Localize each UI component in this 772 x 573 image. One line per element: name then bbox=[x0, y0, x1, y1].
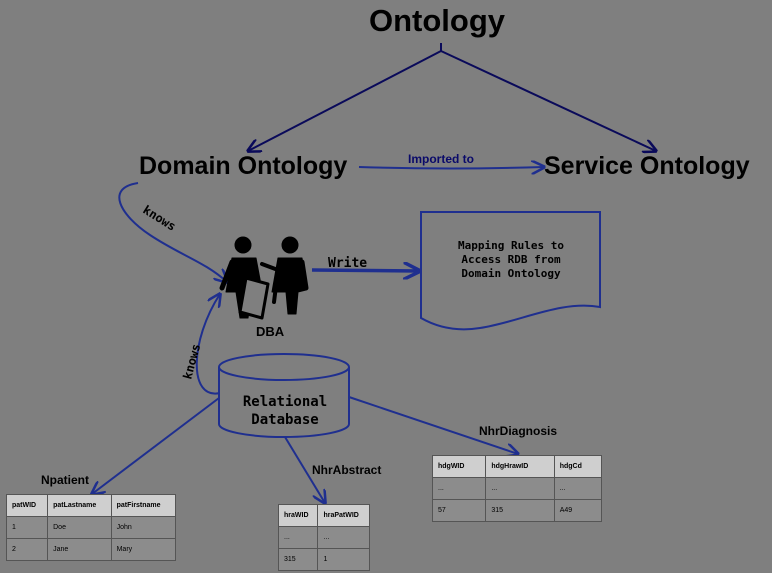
dba-person-icon bbox=[219, 236, 309, 320]
table-row: ... ... ... bbox=[431, 477, 603, 500]
table-row: ... ... bbox=[277, 526, 370, 549]
write-arrow bbox=[311, 270, 419, 271]
imported-to-arrow bbox=[358, 167, 544, 169]
nhrdiagnosis-table: hdgWID hdgHrawID hdgCd ... ... ... 57 31… bbox=[431, 455, 603, 522]
database-icon bbox=[218, 353, 350, 438]
npatient-table: patWID patLastname patFirstname 1 Doe Jo… bbox=[5, 494, 177, 561]
table-cell: 1 bbox=[5, 516, 49, 539]
npatient-table-name: Npatient bbox=[41, 473, 89, 487]
table-cell: 315 bbox=[485, 499, 555, 522]
database-label-line-1: Relational bbox=[243, 394, 327, 410]
service-ontology-label: Service Ontology bbox=[544, 152, 750, 180]
db-to-nhrdiagnosis-arrow bbox=[348, 396, 518, 454]
table-header-row: patWID patLastname patFirstname bbox=[5, 494, 177, 517]
table-cell: Mary bbox=[110, 538, 177, 561]
table-row: 1 Doe John bbox=[5, 516, 177, 539]
table-header-cell: patLastname bbox=[47, 494, 112, 517]
mapping-rules-line-3: Domain Ontology bbox=[461, 267, 561, 280]
knows-arrow-bottom bbox=[195, 294, 220, 395]
table-cell: ... bbox=[431, 477, 487, 500]
knows-label-top: knows bbox=[140, 203, 178, 234]
db-to-nhrabstract-arrow bbox=[284, 436, 325, 503]
dba-label: DBA bbox=[256, 324, 285, 339]
table-cell: 2 bbox=[5, 538, 49, 561]
knows-label-bottom: knows bbox=[180, 342, 203, 381]
database-label-line-2: Database bbox=[251, 412, 318, 428]
db-to-npatient-arrow bbox=[92, 397, 220, 494]
table-header-cell: patWID bbox=[5, 494, 49, 517]
table-cell: A49 bbox=[553, 499, 603, 522]
table-cell: Doe bbox=[47, 516, 112, 539]
table-header-cell: patFirstname bbox=[110, 494, 177, 517]
nhrabstract-table: hraWID hraPatWID ... ... 315 1 bbox=[277, 504, 370, 571]
table-row: 2 Jane Mary bbox=[5, 538, 177, 561]
table-header-cell: hraPatWID bbox=[317, 504, 370, 527]
nhrabstract-table-name: NhrAbstract bbox=[312, 463, 382, 477]
mapping-rules-line-2: Access RDB from bbox=[461, 253, 561, 266]
table-row: 315 1 bbox=[277, 548, 370, 571]
knows-arrow-top bbox=[118, 182, 227, 282]
mapping-rules-line-1: Mapping Rules to bbox=[458, 239, 564, 252]
domain-ontology-label: Domain Ontology bbox=[139, 152, 348, 180]
mapping-rules-document bbox=[420, 211, 601, 331]
table-cell: 315 bbox=[277, 548, 319, 571]
table-row: 57 315 A49 bbox=[431, 499, 603, 522]
table-cell: John bbox=[110, 516, 177, 539]
write-label: Write bbox=[328, 256, 367, 271]
table-header-row: hdgWID hdgHrawID hdgCd bbox=[431, 455, 603, 478]
table-cell: ... bbox=[277, 526, 319, 549]
table-header-cell: hraWID bbox=[277, 504, 319, 527]
table-header-cell: hdgWID bbox=[431, 455, 487, 478]
table-header-cell: hdgHrawID bbox=[485, 455, 555, 478]
table-cell: ... bbox=[317, 526, 370, 549]
table-header-row: hraWID hraPatWID bbox=[277, 504, 370, 527]
diagram-title: Ontology bbox=[369, 3, 506, 38]
table-cell: 57 bbox=[431, 499, 487, 522]
table-cell: 1 bbox=[317, 548, 370, 571]
table-cell: ... bbox=[553, 477, 603, 500]
table-cell: ... bbox=[485, 477, 555, 500]
imported-to-label: Imported to bbox=[408, 152, 474, 166]
ontology-tree-edges bbox=[248, 43, 656, 151]
table-header-cell: hdgCd bbox=[553, 455, 603, 478]
nhrdiagnosis-table-name: NhrDiagnosis bbox=[479, 424, 558, 438]
table-cell: Jane bbox=[47, 538, 112, 561]
